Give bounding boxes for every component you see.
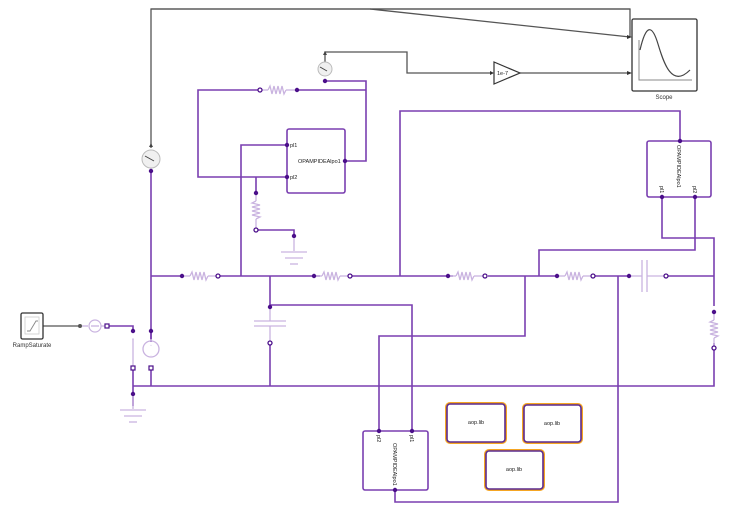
wire-source-out[interactable] [107, 325, 134, 331]
wire-bottom-opamp-out[interactable] [394, 276, 619, 503]
voltmeter-left[interactable] [141, 143, 161, 174]
wire-opamp-out[interactable] [325, 80, 367, 162]
wire-ground-rail[interactable] [133, 343, 715, 387]
capacitor-shunt[interactable] [254, 304, 286, 346]
opamp-right-name: OPAMPIDEAlpo1 [675, 145, 681, 188]
wire-right-opamp-pl2[interactable] [538, 197, 696, 276]
lib-block-2-label: aop.lib [544, 421, 560, 427]
resistor-feedback[interactable] [257, 84, 300, 96]
circuit-wires [107, 80, 715, 503]
lib-block-3-label: aop.lib [506, 467, 522, 473]
opamp-right-pl2-label: pl2 [691, 186, 697, 193]
opamp-top-name: OPAMPIDEAlpo1 [298, 159, 341, 165]
lib-block-1[interactable]: aop.lib [445, 402, 507, 444]
wire-bus-to-bottom-opamp[interactable] [378, 276, 526, 431]
resistor-series-1[interactable] [311, 270, 353, 282]
lib-block-3[interactable]: aop.lib [484, 449, 545, 491]
opamp-top-block[interactable]: pl1 pl2 OPAMPIDEAlpo1 [284, 128, 348, 194]
gain-block[interactable]: 1e-7 [490, 61, 522, 85]
opamp-bottom-pl1-label: pl1 [408, 435, 414, 442]
opamp-top-pl2-label: pl2 [290, 175, 297, 181]
svg-text:+: + [150, 343, 152, 347]
controlled-voltage-source[interactable]: + - [142, 328, 160, 371]
ground-main [120, 391, 146, 423]
lib-block-1-label: aop.lib [468, 420, 484, 426]
resistor-load[interactable] [708, 309, 720, 351]
ground-opamp [281, 233, 307, 265]
ramp-icon [27, 320, 38, 332]
lib-block-2[interactable]: aop.lib [522, 403, 583, 444]
resistor-ground[interactable] [250, 190, 262, 233]
capacitor-series[interactable] [626, 260, 669, 292]
scope-label: Scope [655, 95, 673, 101]
wire-right-opamp-pl1[interactable] [661, 197, 715, 276]
scope-top-input-line[interactable] [369, 8, 631, 38]
opamp-right-block[interactable]: OPAMPIDEAlpo1 pl1 pl2 [646, 138, 712, 200]
scope-wave-icon [639, 29, 691, 77]
svg-text:-: - [151, 353, 152, 357]
opamp-bottom-block[interactable]: pl2 pl1 OPAMPIDEAlpo1 [362, 428, 429, 493]
wire-cap-to-bottom-opamp[interactable] [270, 304, 413, 431]
wire-to-right-opamp[interactable] [399, 110, 681, 276]
ammeter-top[interactable] [317, 51, 333, 84]
signal-source[interactable] [78, 319, 110, 333]
opamp-bottom-name: OPAMPIDEAlpo1 [391, 443, 397, 486]
meter-to-gain-wire[interactable] [324, 51, 492, 74]
wire-feedback-loop[interactable] [197, 89, 287, 178]
opamp-right-pl1-label: pl1 [658, 186, 664, 193]
resistor-input[interactable] [179, 270, 221, 282]
wire-resistor-ground[interactable] [256, 229, 295, 236]
gain-value: 1e-7 [497, 71, 508, 77]
wire-opamp-in1[interactable] [240, 144, 287, 276]
opamp-bottom-pl2-label: pl2 [375, 435, 381, 442]
resistor-series-2[interactable] [445, 270, 488, 282]
resistor-series-3[interactable] [554, 270, 596, 282]
scope-axes-icon [638, 40, 692, 81]
scope-block[interactable]: Scope [627, 18, 698, 101]
ramp-label: RampSaturate [13, 343, 52, 349]
opamp-top-pl1-label: pl1 [290, 143, 297, 149]
switch-element[interactable] [130, 328, 136, 371]
ramp-saturate-block[interactable]: RampSaturate [13, 312, 52, 349]
